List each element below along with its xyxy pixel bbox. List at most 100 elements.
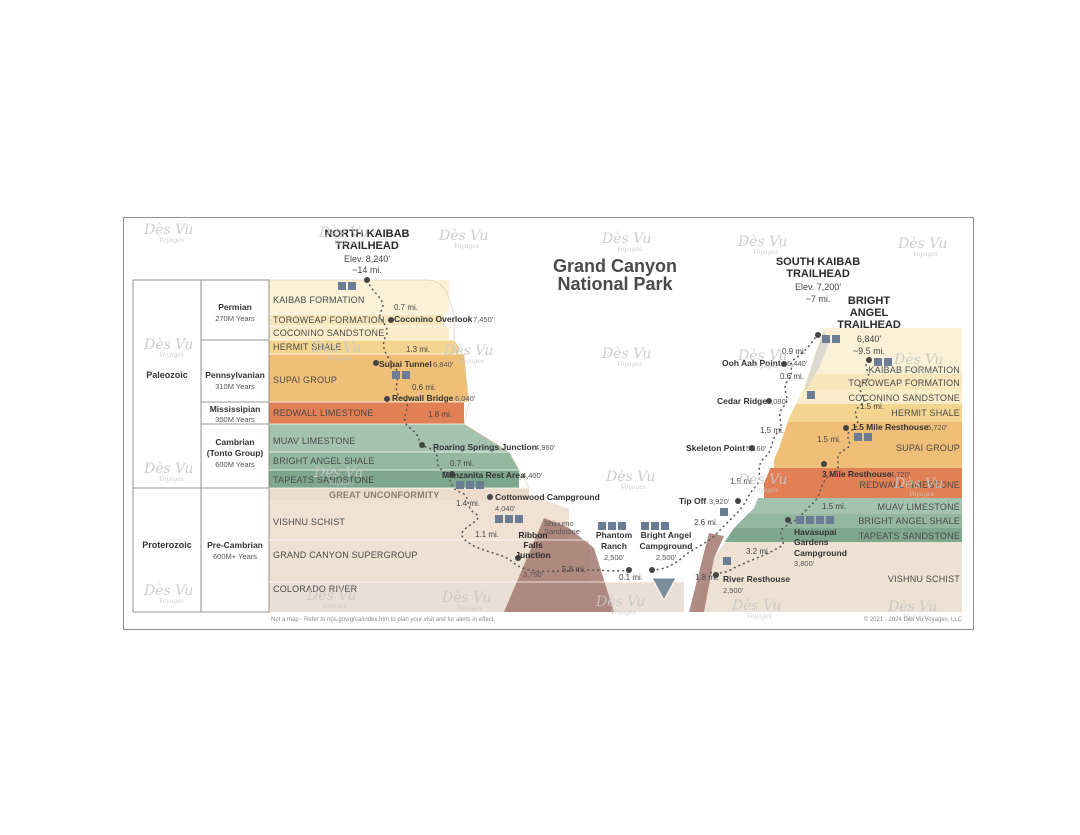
age-mississipian: 350M Years: [215, 415, 255, 424]
watermark-sub: Voyages: [621, 484, 646, 491]
sk-dist-2: 0.6 mi.: [780, 372, 804, 381]
watermark-sub: Voyages: [457, 605, 482, 612]
stop-marker: [487, 494, 493, 500]
south-canyon-sky: [684, 218, 962, 612]
age-cambrian: 600M Years: [215, 460, 255, 469]
facility-icons-cedar: [807, 391, 815, 399]
stop-cedar-ridge: Cedar Ridge: [717, 396, 767, 406]
left-layer-redwall: REDWALL LIMESTONE: [273, 408, 374, 418]
stop-marker: [766, 398, 772, 404]
north-dist-4: 1.8 mi.: [428, 410, 452, 419]
water-icon: [864, 433, 872, 441]
stop-cedar-ridge-elev: 6,080': [767, 397, 788, 406]
watermark-name: Dès Vu: [313, 465, 363, 481]
stop-marker: [785, 517, 791, 523]
stop-skeleton-point-elev: 5,160': [746, 444, 767, 453]
layer-coconino-left: [269, 326, 449, 340]
water-icon: [884, 358, 892, 366]
right-layer-supai: SUPAI GROUP: [896, 443, 960, 453]
layer-kaibab-right: [804, 328, 962, 374]
stop-roaring-springs-elev: 4,960': [535, 443, 556, 452]
restroom-icon: [495, 515, 503, 523]
watermark-name: Dès Vu: [311, 340, 361, 356]
stop-marker: [384, 396, 390, 402]
tent-icon: [515, 515, 523, 523]
stop-skeleton-point: Skeleton Point: [686, 443, 745, 453]
right-layer-muav: MUAV LIMESTONE: [878, 502, 960, 512]
tent-icon: [661, 522, 669, 530]
watermark-sub: Voyages: [329, 480, 354, 487]
restroom-icon: [723, 557, 731, 565]
watermark-name: Dès Vu: [143, 583, 193, 599]
watermark-name: Dès Vu: [438, 228, 488, 244]
havasupai-line2: Gardens: [794, 537, 829, 547]
north-trailhead-line1: NORTH KAIBAB: [325, 228, 410, 240]
facility-icons-1-5-resthouse: [854, 433, 872, 441]
layer-hermit-right: [784, 404, 962, 422]
restroom-icon: [338, 282, 346, 290]
watermark-sub: Voyages: [454, 243, 479, 250]
watermark-name: Dès Vu: [306, 588, 356, 604]
watermark-sub: Voyages: [909, 491, 934, 498]
watermark-sub: Voyages: [159, 352, 184, 359]
left-layer-hermit: HERMIT SHALE: [273, 342, 342, 352]
right-layer-tapeats: TAPEATS SANDSTONE: [859, 531, 960, 541]
facility-icons-tip-off: [720, 508, 728, 516]
north-dist-7: 1.1 mi.: [475, 530, 499, 539]
sk-dist-1: 0.9 mi.: [782, 347, 806, 356]
water-icon: [618, 522, 626, 530]
stop-marker: [781, 361, 787, 367]
layer-tapeats-right: [714, 528, 962, 542]
water-icon: [402, 371, 410, 379]
watermark-sub: Voyages: [611, 609, 636, 616]
left-layer-unconformity: GREAT UNCONFORMITY: [329, 490, 439, 500]
watermark-sub: Voyages: [159, 237, 184, 244]
layer-brightangel-left: [269, 452, 519, 470]
havasupai-line1: Havasupai: [794, 527, 837, 537]
stop-marker: [373, 360, 379, 366]
watermark-name: Dès Vu: [143, 337, 193, 353]
left-layer-muav: MUAV LIMESTONE: [273, 436, 355, 446]
footer-note: Not a map - Refer to nps.gov/grca/index.…: [271, 617, 495, 623]
watermark-name: Dès Vu: [601, 231, 651, 247]
watermark-sub: Voyages: [459, 358, 484, 365]
stop-3-resthouse: 3 Mile Resthouse: [822, 469, 892, 479]
stop-marker: [515, 555, 521, 561]
stop-redwall-bridge: Redwall Bridge: [392, 393, 454, 403]
ba-stops: [713, 357, 872, 578]
restroom-icon: [392, 371, 400, 379]
watermark-sub: Voyages: [909, 367, 934, 374]
water-icon: [832, 335, 840, 343]
sk-stops: [735, 332, 821, 504]
left-layer-tapeats: TAPEATS SANDSTONE: [273, 475, 374, 485]
ba-dist-5: 1.8 mi.: [695, 573, 719, 582]
stop-manzanita: Manzanita Rest Area: [442, 470, 525, 480]
watermark-name: Dès Vu: [143, 222, 193, 238]
stop-3-resthouse-elev: 4,720': [890, 470, 911, 479]
colorado-river-icon: [651, 577, 677, 602]
facility-icons-bac: [641, 522, 669, 530]
period-cambrian: Cambrian: [215, 437, 254, 447]
watermark-sub: Voyages: [327, 355, 352, 362]
sk-dist-3: 1.5 mi.: [760, 426, 784, 435]
water-icon: [348, 282, 356, 290]
water-icon: [476, 481, 484, 489]
stop-marker: [735, 498, 741, 504]
south-kaibab-dist: ~7 mi.: [806, 294, 831, 304]
footer-copyright: © 2021 - 2024 Dès Vu Voyages, LLC: [864, 616, 963, 623]
watermark-name: Dès Vu: [893, 476, 943, 492]
layer-kaibab-left: [269, 280, 449, 314]
south-rim-layers: [684, 218, 962, 612]
north-trailhead-elev: Elev. 8,240': [344, 254, 390, 264]
north-trailhead-dist: ~14 mi.: [352, 265, 382, 275]
ba-dist-4: 3.2 mi.: [746, 547, 770, 556]
stop-ooh-aah: Ooh Aah Point: [722, 358, 781, 368]
stop-marker: [419, 442, 425, 448]
left-layer-river: COLORADO RIVER: [273, 584, 358, 594]
layer-coconino-right: [794, 390, 962, 404]
layer-vishnu-right: [694, 542, 962, 612]
stop-marker: [866, 357, 872, 363]
facility-icons-sk-th: [822, 335, 840, 343]
south-cliff-face: [804, 330, 829, 393]
period-precambrian: Pre-Cambrian: [207, 540, 263, 550]
